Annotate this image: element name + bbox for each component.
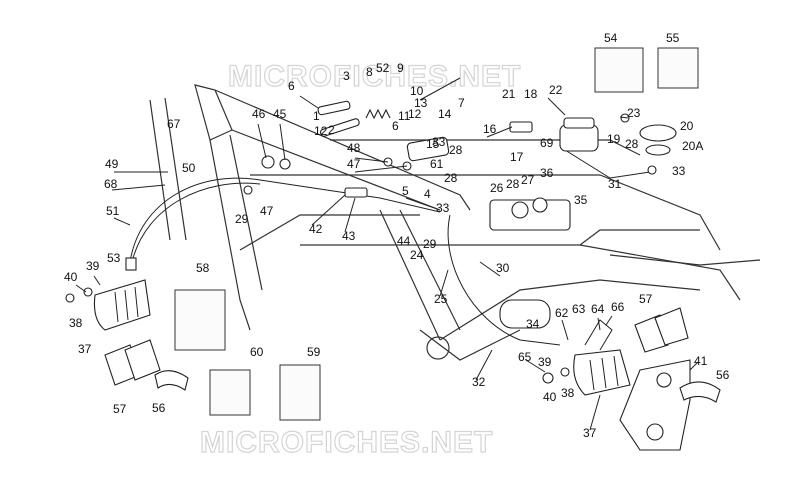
part-label-l9: 9 — [397, 61, 404, 75]
part-label-l2: 2 — [328, 123, 335, 137]
part-label-l10: 10 — [410, 84, 424, 98]
part-label-l55: 55 — [666, 31, 680, 45]
watermark-top: MICROFICHES.NET — [228, 60, 521, 93]
part-label-l20a: 20A — [682, 139, 703, 153]
brake-pedal-cluster — [243, 77, 461, 198]
part-label-l7: 7 — [458, 96, 465, 110]
part-label-l12a: 12 — [408, 107, 422, 121]
part-label-l47a: 47 — [347, 157, 361, 171]
part-label-l38b: 38 — [561, 386, 575, 400]
part-label-l65: 65 — [518, 350, 532, 364]
part-label-l49: 49 — [105, 157, 119, 171]
part-label-l54: 54 — [604, 31, 618, 45]
front-caliper — [65, 257, 151, 331]
part-label-l23: 23 — [627, 106, 641, 120]
part-label-l43: 43 — [342, 229, 356, 243]
part-label-l52: 52 — [376, 61, 390, 75]
part-label-l18: 18 — [524, 87, 538, 101]
part-label-l67: 67 — [167, 117, 181, 131]
part-label-l16: 16 — [483, 122, 497, 136]
part-label-l61: 61 — [430, 157, 444, 171]
part-label-l46: 46 — [252, 107, 266, 121]
part-label-l59: 59 — [307, 345, 321, 359]
part-label-l40a: 40 — [64, 270, 78, 284]
part-label-l37b: 37 — [583, 426, 597, 440]
part-label-l47b: 47 — [260, 204, 274, 218]
part-label-l40b: 40 — [543, 390, 557, 404]
part-label-l39b: 39 — [538, 355, 552, 369]
part-label-l36: 36 — [540, 166, 554, 180]
part-label-l6: 6 — [288, 79, 295, 93]
part-label-l34: 34 — [526, 317, 540, 331]
part-label-l1: 1 — [313, 109, 320, 123]
part-label-l33a: 33 — [432, 135, 446, 149]
part-label-l56a: 56 — [152, 401, 166, 415]
brake-pads-and-kits — [104, 47, 721, 421]
part-label-l21: 21 — [502, 87, 516, 101]
part-label-l31: 31 — [608, 177, 622, 191]
part-label-l35: 35 — [574, 193, 588, 207]
part-label-l29a: 29 — [235, 212, 249, 226]
rear-caliper — [499, 299, 691, 451]
master-cylinder-group — [489, 113, 677, 231]
leader-lines — [75, 95, 699, 431]
part-label-l48: 48 — [347, 141, 361, 155]
part-label-l45: 45 — [273, 107, 287, 121]
part-label-l42: 42 — [309, 222, 323, 236]
part-label-l44: 44 — [397, 234, 411, 248]
part-label-l27: 27 — [521, 173, 535, 187]
part-label-l60: 60 — [250, 345, 264, 359]
part-label-l33b: 33 — [436, 201, 450, 215]
part-label-l12b: 12 — [314, 124, 328, 138]
part-label-l68: 68 — [104, 177, 118, 191]
part-label-l5: 5 — [402, 184, 409, 198]
part-label-l62: 62 — [555, 306, 569, 320]
part-label-l41: 41 — [694, 354, 708, 368]
part-label-l37a: 37 — [78, 342, 92, 356]
part-label-l66: 66 — [611, 300, 625, 314]
part-label-l57a: 57 — [113, 402, 127, 416]
part-label-l39a: 39 — [86, 259, 100, 273]
part-label-l3: 3 — [343, 69, 350, 83]
part-label-l38a: 38 — [69, 316, 83, 330]
part-label-l11: 11 — [398, 109, 411, 123]
part-label-l56b: 56 — [716, 368, 730, 382]
part-label-l17: 17 — [510, 150, 524, 164]
part-label-l28d: 28 — [625, 137, 639, 151]
part-label-l58: 58 — [196, 261, 210, 275]
part-label-l30: 30 — [496, 261, 510, 275]
part-label-l57b: 57 — [639, 292, 653, 306]
watermark-bottom: MICROFICHES.NET — [200, 426, 493, 459]
part-label-l63: 63 — [572, 302, 586, 316]
part-label-l6b: 6 — [392, 119, 399, 133]
part-label-l33c: 33 — [672, 164, 686, 178]
part-label-l20: 20 — [680, 119, 694, 133]
part-label-l19: 19 — [607, 132, 621, 146]
frame — [149, 84, 761, 361]
part-label-l51: 51 — [106, 204, 120, 218]
part-label-l69: 69 — [540, 136, 554, 150]
part-label-l25: 25 — [434, 292, 448, 306]
part-label-l53: 53 — [107, 251, 121, 265]
part-label-l13: 13 — [414, 96, 428, 110]
part-label-l64: 64 — [591, 302, 605, 316]
part-label-l8: 8 — [366, 65, 373, 79]
part-label-l22: 22 — [549, 83, 563, 97]
part-label-l24: 24 — [410, 248, 424, 262]
part-label-l29b: 29 — [423, 237, 437, 251]
part-label-l4: 4 — [424, 187, 431, 201]
part-label-l32: 32 — [472, 375, 486, 389]
part-label-l28b: 28 — [444, 171, 458, 185]
part-label-l50: 50 — [182, 161, 196, 175]
part-label-l28c: 28 — [506, 177, 520, 191]
part-label-l14: 14 — [438, 107, 452, 121]
part-label-l15: 15 — [426, 137, 440, 151]
part-label-l26: 26 — [490, 181, 504, 195]
part-label-l28a: 28 — [449, 143, 463, 157]
